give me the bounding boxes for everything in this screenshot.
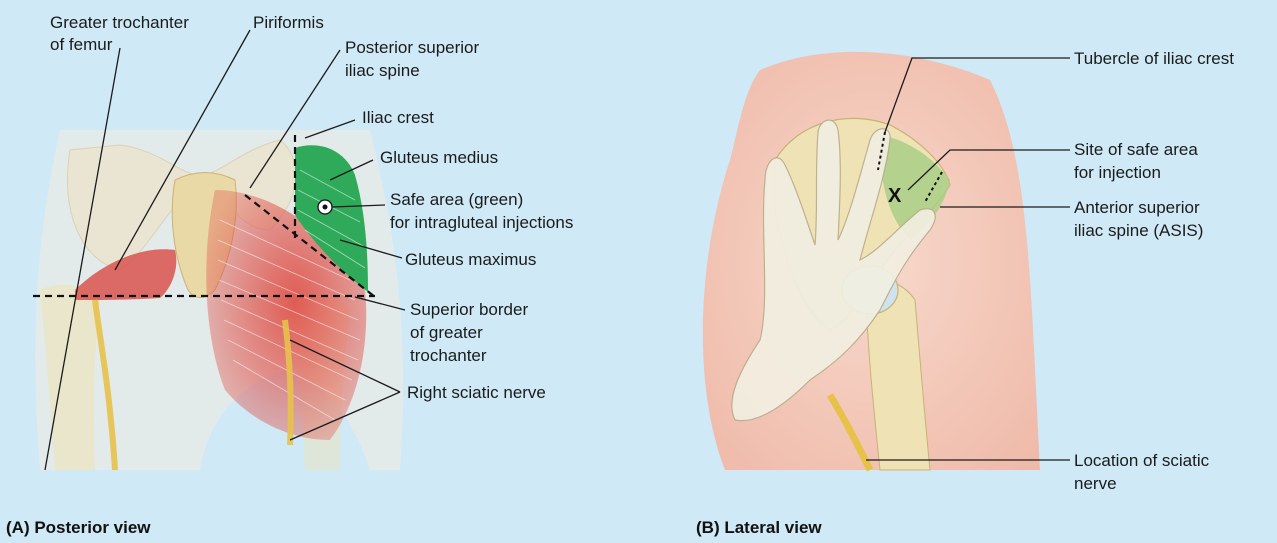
posterior-view-panel: Greater trochanter of femur Piriformis P… — [6, 13, 573, 537]
lateral-view-panel: X Tubercle of iliac crest Site of safe a… — [696, 49, 1234, 537]
label-site-safe-area-line2: for injection — [1074, 163, 1161, 182]
label-tubercle-iliac-crest: Tubercle of iliac crest — [1074, 49, 1234, 68]
label-safe-area-line2: for intragluteal injections — [390, 213, 573, 232]
label-superior-border-line1: Superior border — [410, 300, 528, 319]
label-gluteus-medius: Gluteus medius — [380, 148, 498, 167]
label-iliac-crest: Iliac crest — [362, 108, 434, 127]
label-sciatic-location-line2: nerve — [1074, 474, 1117, 493]
label-safe-area-line1: Safe area (green) — [390, 190, 523, 209]
label-superior-border-line3: trochanter — [410, 346, 487, 365]
label-site-safe-area-line1: Site of safe area — [1074, 140, 1198, 159]
label-sciatic-location-line1: Location of sciatic — [1074, 451, 1210, 470]
caption-posterior-view: (A) Posterior view — [6, 518, 151, 537]
label-psis-line2: iliac spine — [345, 61, 420, 80]
caption-lateral-view: (B) Lateral view — [696, 518, 822, 537]
label-gluteus-maximus: Gluteus maximus — [405, 250, 536, 269]
label-greater-trochanter-line2: of femur — [50, 35, 113, 54]
label-psis-line1: Posterior superior — [345, 38, 480, 57]
injection-x-mark: X — [888, 185, 902, 207]
label-greater-trochanter-line1: Greater trochanter — [50, 13, 189, 32]
label-asis-line1: Anterior superior — [1074, 198, 1200, 217]
label-asis-line2: iliac spine (ASIS) — [1074, 221, 1203, 240]
label-piriformis: Piriformis — [253, 13, 324, 32]
label-superior-border-line2: of greater — [410, 323, 483, 342]
label-right-sciatic-nerve: Right sciatic nerve — [407, 383, 546, 402]
injection-site-dot — [323, 205, 328, 210]
